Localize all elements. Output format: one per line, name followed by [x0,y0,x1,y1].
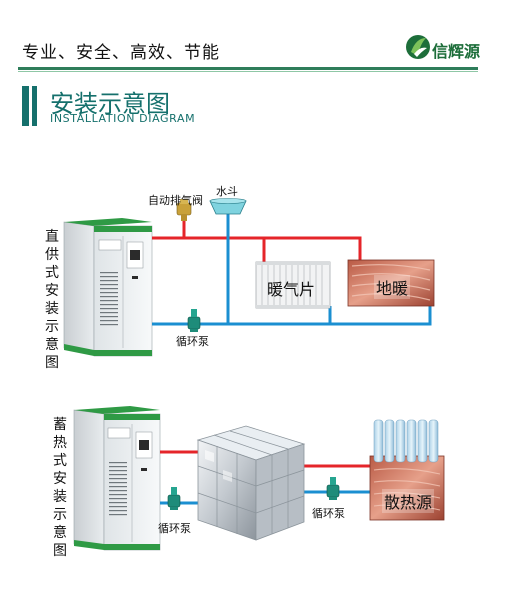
boiler-unit-1 [63,218,153,357]
heat-sink-label: 散热源 [382,489,435,513]
heat-sink-unit [369,419,445,521]
circulation-pump-icon-3 [326,477,340,500]
brand-name: 信辉源 [432,42,481,61]
section-title: 安装示意图 [50,90,170,118]
hot-supply-pipe-2 [160,450,372,468]
pump-label-1: 循环泵 [176,335,209,348]
boiler-unit-2 [73,406,161,551]
title-accent-bar [22,86,29,126]
water-tank-icon [209,198,247,215]
storage-water-tank [196,425,306,541]
auto-vent-valve-label: 自动排气阀 [148,194,203,207]
storage-type-label: 蓄热式安装示意图 [53,417,67,559]
radiator-label: 暖气片 [267,280,316,299]
pump-label-2: 循环泵 [158,522,191,535]
circulation-pump-icon-1 [187,309,201,332]
header-rule [18,67,478,70]
circulation-pump-icon-2 [167,487,181,510]
radiator-panel [255,261,331,309]
water-tank-label: 水斗 [216,185,238,198]
section-subtitle: INSTALLATION DIAGRAM [50,112,196,125]
hot-supply-pipe-1 [152,214,362,262]
cold-return-pipe-1 [152,214,432,326]
floor-heating-panel [347,259,435,307]
auto-vent-valve-icon [176,199,192,221]
pump-label-3: 循环泵 [312,507,345,520]
header-tagline: 专业、安全、高效、节能 [22,43,220,63]
title-accent-bar-2 [32,86,37,126]
floor-heating-label: 地暖 [374,275,411,299]
header-rule-thin [18,71,478,72]
direct-supply-label: 直供式安装示意图 [45,229,59,371]
